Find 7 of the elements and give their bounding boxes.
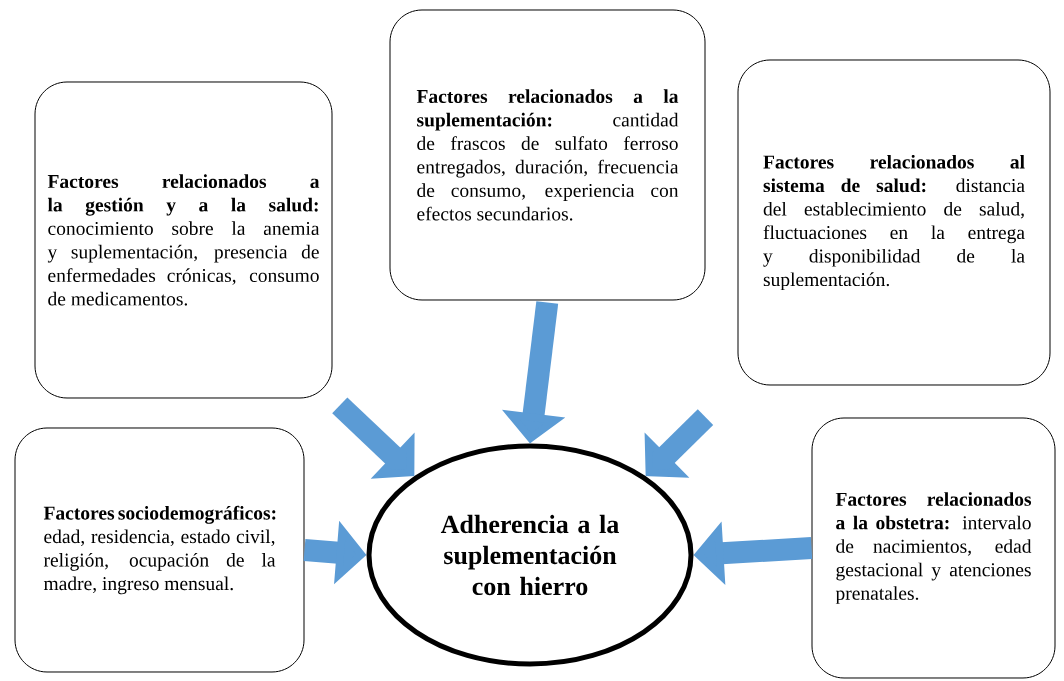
text-box: Factores sociodemográficos: edad, residencia, estado civil, religión, ocupación de la madre, ingreso mensual.: [14, 427, 305, 673]
text-box: Factores relacionados a la suplementación: cantidad de frascos de sulfato ferroso entregados, duración, frecuencia de consumo, experiencia con efectos secundarios.: [389, 9, 706, 301]
block-arrow: [332, 397, 415, 479]
block-arrow: [644, 409, 714, 478]
text-box: Factores relacionados a la obstetra: intervalo de nacimientos, edad gestacional y atenciones prenatales.: [811, 417, 1056, 679]
text-box: Factores relacionados al sistema de salud: distancia del establecimiento de salud, fluctuaciones en la entrega y disponibilidad de la suplementación.: [737, 59, 1051, 386]
text-box: Factores relacionados a la gestión y a la salud: conocimiento sobre la anemia y suplementación, presencia de enfermedades crónicas, consumo de medicamentos.: [34, 81, 333, 399]
